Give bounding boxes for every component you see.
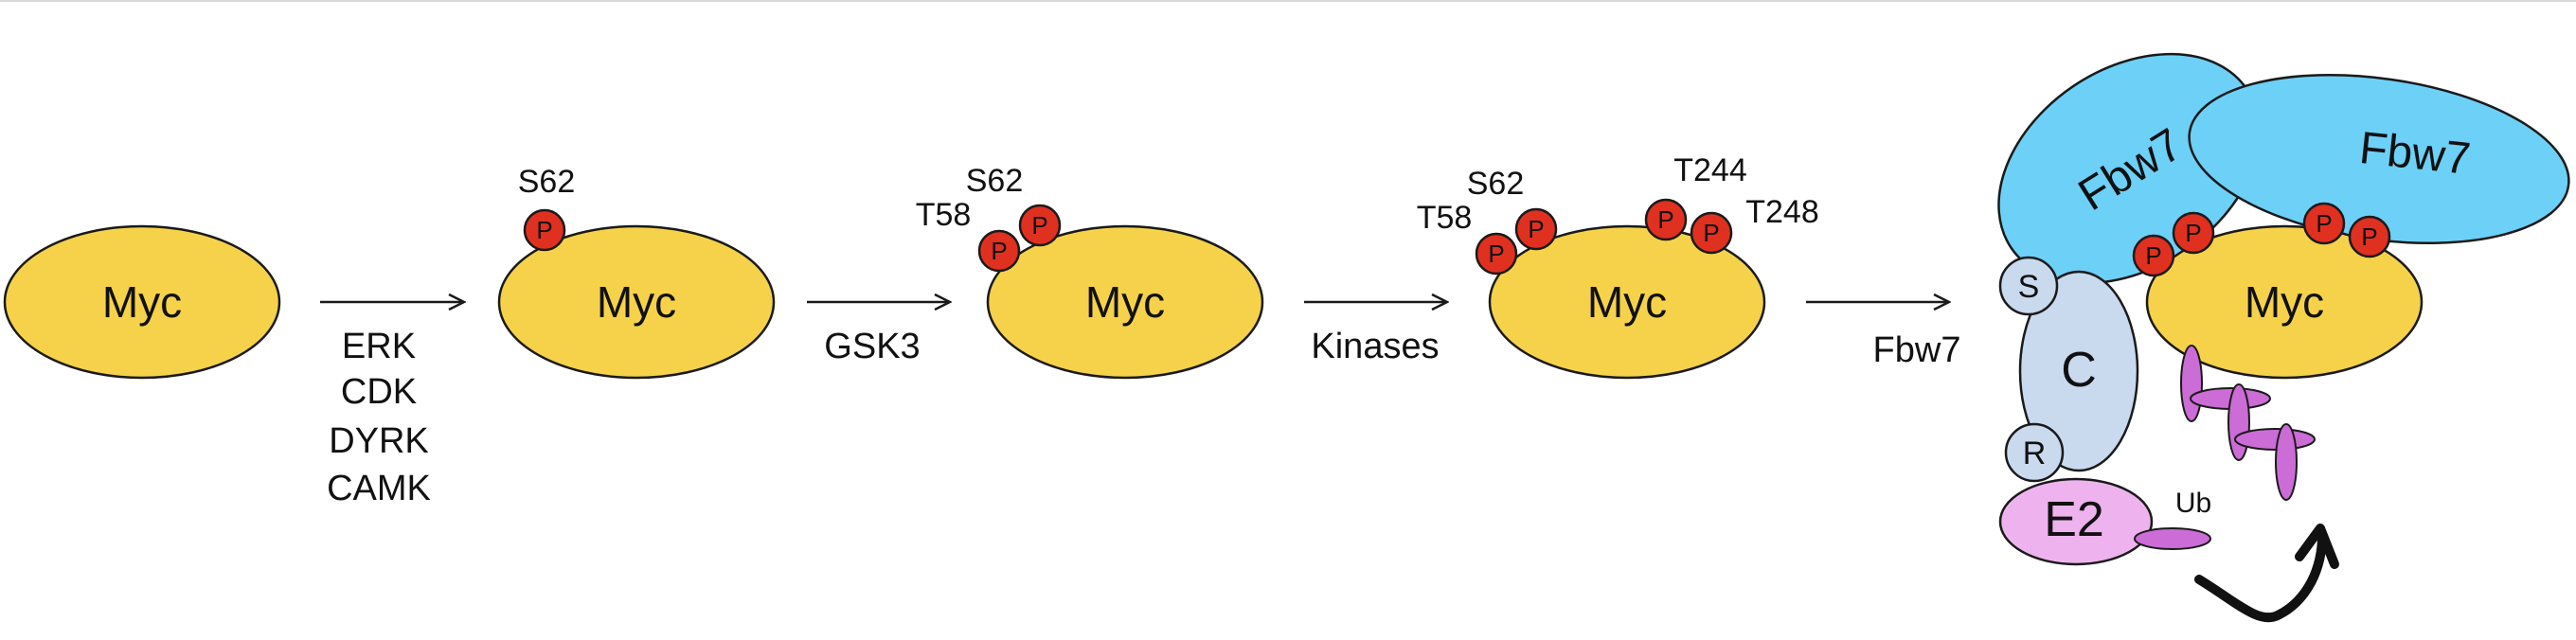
arrow-3: Kinases [1304,302,1447,366]
svg-text:P: P [2145,241,2161,270]
site-label-t58-stage-4: T58 [1417,200,1473,236]
skp1-s [1998,256,2059,316]
myc-protein-2 [497,224,776,380]
phospho-t58-stage-3: P [977,229,1021,273]
arrow-2-label-gsk3: GSK3 [824,327,920,366]
svg-text:P: P [1657,205,1673,234]
site-label-t248-stage-4: T248 [1745,194,1819,230]
myc-label-final: Myc [2245,277,2324,327]
ubiquitin-5 [2275,423,2298,501]
arrow-1-label-dyrk: DYRK [329,421,429,461]
ubiquitin-4 [2234,428,2316,451]
stage-4: Myc P P P P S62 T58 T244 T248 [1417,152,1819,380]
fbw7-right-label: Fbw7 [2357,123,2473,185]
rbx1-label: R [2023,436,2047,471]
myc-protein-4 [1488,224,1766,380]
svg-text:P: P [536,216,552,244]
myc-label-3: Myc [1085,277,1165,327]
site-label-t58-stage-3: T58 [916,197,972,233]
site-label-t244-stage-4: T244 [1673,152,1747,188]
arrow-4-label-fbw7: Fbw7 [1873,330,1961,370]
arrow-4: Fbw7 [1806,302,1960,370]
phospho-s62-stage-4: P [1514,207,1558,251]
phospho-final-4: P [2348,215,2391,258]
svg-text:P: P [1703,219,1719,247]
myc-label-2: Myc [597,277,676,327]
cullin-label: C [2061,343,2097,398]
svg-text:P: P [991,237,1007,265]
site-label-s62-stage-3: S62 [966,163,1024,199]
svg-text:P: P [2361,222,2377,251]
skp1-label: S [2018,269,2040,305]
ubiquitin-1 [2180,345,2203,422]
polyubiquitin-chain [2180,345,2316,501]
phospho-t58-stage-4: P [1475,232,1518,276]
arrow-1-label-camk: CAMK [327,469,431,508]
svg-text:P: P [1031,211,1047,240]
ubiquitin-label: Ub [2175,488,2211,519]
arrow-1-label-erk: ERK [342,327,416,366]
arrow-2: GSK3 [807,302,950,366]
svg-text:P: P [1528,215,1544,243]
site-label-s62-stage-4: S62 [1467,166,1525,202]
curved-arrow-icon [2194,524,2339,623]
phospho-t248-stage-4: P [1690,211,1733,255]
myc-protein-1 [3,224,281,380]
svg-text:P: P [2316,209,2332,238]
scf-fbw7-complex: Fbw7 Fbw7 C S R E2 Ub Myc P P P [1997,52,2570,623]
cullin-c [2018,270,2139,472]
phospho-s62-stage-2: P [523,208,566,252]
stage-2: Myc P S62 [497,164,776,380]
myc-label-1: Myc [102,277,182,327]
stage-3: Myc P P S62 T58 [916,163,1264,380]
phospho-s62-stage-3: P [1018,204,1062,247]
site-label-s62-stage-2: S62 [518,164,576,200]
arrow-1-label-cdk: CDK [341,372,417,412]
ubiquitin-3 [2227,383,2250,461]
phospho-t244-stage-4: P [1644,198,1688,241]
arrow-3-label-kinases: Kinases [1311,327,1439,366]
ubiquitin-on-e2 [2134,527,2211,550]
phospho-final-2: P [2172,211,2215,255]
myc-protein-final [2145,224,2424,380]
e2-enzyme [1998,477,2154,566]
svg-text:P: P [2185,219,2201,247]
e2-label: E2 [2044,492,2104,547]
myc-label-4: Myc [1587,277,1667,327]
svg-text:P: P [1488,240,1504,268]
phospho-final-3: P [2302,202,2346,245]
myc-protein-3 [986,224,1264,380]
phospho-final-1: P [2132,234,2175,277]
stage-1: Myc [3,224,281,380]
rbx1-r [2004,422,2065,483]
arrow-1: ERK CDK DYRK CAMK [320,302,464,508]
